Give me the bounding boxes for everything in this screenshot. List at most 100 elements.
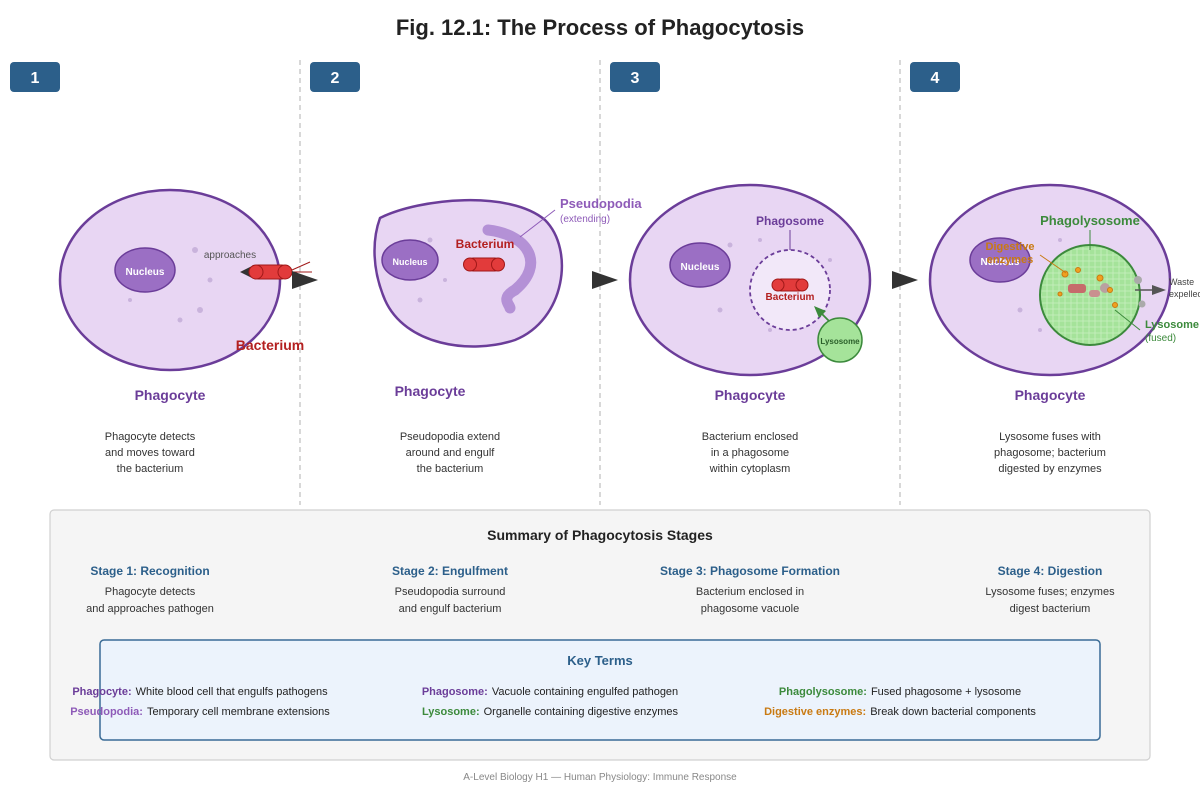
summary-stage-1-line2: and approaches pathogen (86, 603, 214, 615)
stage-number-4: 4 (931, 70, 940, 87)
lysosome-label-3: Lysosome (820, 337, 860, 346)
waste-label-line2: expelled (1169, 289, 1200, 299)
stage-badge-4: 4 (910, 62, 960, 92)
pseudopodia-pointer (519, 209, 556, 238)
pseudopodia-note: (extending) (560, 214, 610, 225)
waste-label-line1: Waste (1169, 277, 1194, 287)
lysosome-3 (817, 317, 863, 363)
digestive-enzymes-label-line1: Digestive (986, 241, 1035, 253)
stage-3-diagram: Nucleus Phagosome Bacterium Lysosome Pha… (628, 183, 872, 403)
stage-dividers (299, 60, 901, 505)
key-terms-panel (99, 639, 1101, 741)
cytoplasm-granules-4 (1017, 238, 1062, 332)
key-term-phagosome-definition: Vacuole containing engulfed pathogen (492, 686, 678, 698)
progress-arrow-icon-2 (592, 271, 618, 289)
summary-stage-4-title: Stage 4: Digestion (998, 564, 1103, 578)
stage-3-description-line3: within cytoplasm (709, 463, 791, 475)
key-terms-list: Phagocyte: White blood cell that engulfs … (70, 686, 1036, 718)
phagocyte-label-3: Phagocyte (715, 387, 786, 403)
lysosome-label-4: Lysosome (1145, 319, 1199, 331)
approaches-label: approaches (204, 250, 256, 261)
key-term-phagolysosome-term: Phagolysosome: (779, 686, 867, 698)
stage-4-description-line2: phagosome; bacterium (994, 447, 1106, 459)
key-term-pseudopodia-term: Pseudopodia: (70, 706, 143, 718)
stage-number-2: 2 (331, 70, 340, 87)
waste-arrowhead-icon (1152, 285, 1166, 295)
stage-1-description-line3: the bacterium (117, 463, 184, 475)
key-term-digestive-enzymes: Digestive enzymes: Break down bacterial c… (764, 706, 1036, 718)
nucleus-label-1: Nucleus (126, 267, 165, 278)
lysosome-note-4: (fused) (1145, 333, 1176, 344)
digestive-enzymes-label-line2: enzymes (987, 254, 1033, 266)
nucleus-label-4: Nucleus (981, 257, 1020, 268)
stage-3-description-line1: Bacterium enclosed (702, 431, 799, 443)
nucleus-2 (381, 239, 439, 281)
phagocyte-label-2: Phagocyte (395, 383, 466, 399)
key-term-phagocyte: Phagocyte: White blood cell that engulfs … (72, 686, 328, 698)
summary-stage-1-title: Stage 1: Recognition (90, 564, 209, 578)
stage-badge-2: 2 (310, 62, 360, 92)
bacterial-fragments (1068, 283, 1110, 297)
waste-particles (1134, 276, 1146, 308)
stage-3-description-line2: in a phagosome (711, 447, 789, 459)
bacterium-label-3: Bacterium (766, 292, 815, 303)
key-term-digestive-enzymes-term: Digestive enzymes: (764, 706, 866, 718)
bacterium-3 (771, 278, 809, 292)
summary-stage-4-line1: Lysosome fuses; enzymes (985, 586, 1115, 598)
summary-title: Summary of Phagocytosis Stages (487, 527, 713, 543)
summary-stage-4-line2: digest bacterium (1010, 603, 1091, 615)
stage-descriptions: Phagocyte detects and moves toward the b… (105, 431, 1106, 475)
summary-stage-2-line1: Pseudopodia surround (395, 586, 506, 598)
phagolysosome-label: Phagolysosome (1040, 213, 1140, 228)
key-term-phagocyte-term: Phagocyte: (72, 686, 131, 698)
lysosome-arrowhead-icon (814, 306, 826, 318)
footer-caption: A-Level Biology H1 — Human Physiology: I… (463, 772, 737, 783)
stage-4-description-line3: digested by enzymes (998, 463, 1102, 475)
stage-4-description-line1: Lysosome fuses with (999, 431, 1101, 443)
stage-badge-3: 3 (610, 62, 660, 92)
key-term-phagolysosome-definition: Fused phagosome + lysosome (871, 686, 1021, 698)
summary-stage-3-line1: Bacterium enclosed in (696, 586, 804, 598)
cytoplasm-granules-1 (128, 247, 213, 323)
summary-stage-1-line1: Phagocyte detects (105, 586, 196, 598)
stage-4-diagram: Nucleus Phagolysosome Digestive enzymes … (928, 183, 1200, 403)
stage-2-description-line3: the bacterium (417, 463, 484, 475)
summary-stage-3-title: Stage 3: Phagosome Formation (660, 564, 840, 578)
summary-stage-2-title: Stage 2: Engulfment (392, 564, 508, 578)
phagocyte-label-4: Phagocyte (1015, 387, 1086, 403)
cytoplasm-granules-3 (717, 238, 832, 332)
bacterium-label-2: Bacterium (456, 237, 515, 251)
bacterium-label-1: Bacterium (236, 337, 304, 353)
figure-title: Fig. 12.1: The Process of Phagocytosis (396, 15, 804, 40)
stage-2-description-line2: around and engulf (406, 447, 496, 459)
key-term-lysosome-term: Lysosome: (422, 706, 480, 718)
key-term-phagosome-term: Phagosome: (422, 686, 488, 698)
stage-1-diagram: Nucleus approaches Bacterium Phagocyte (58, 188, 312, 403)
nucleus-4 (969, 237, 1031, 283)
stage-1-description-line1: Phagocyte detects (105, 431, 196, 443)
pseudopodia-arm (482, 224, 537, 296)
summary-stages: Stage 1: Recognition Phagocyte detects a… (86, 564, 1115, 615)
progress-arrow-icon-1 (292, 271, 318, 289)
key-term-lysosome: Lysosome: Organelle containing digestive … (422, 706, 679, 718)
bacterium-2 (463, 257, 505, 272)
key-term-lysosome-definition: Organelle containing digestive enzymes (484, 706, 679, 718)
enzymes-pointer (1039, 254, 1067, 274)
summary-stage-3-line2: phagosome vacuole (701, 603, 799, 615)
bacterium-1 (248, 261, 312, 280)
pseudopodia-label: Pseudopodia (560, 196, 642, 211)
key-terms-title: Key Terms (567, 653, 633, 668)
lysosome-fused-pointer (1114, 309, 1141, 331)
key-term-pseudopodia-definition: Temporary cell membrane extensions (147, 706, 330, 718)
phagosome-label: Phagosome (756, 214, 824, 228)
nucleus-1 (114, 247, 176, 293)
stage-badge-1: 1 (10, 62, 60, 92)
key-term-phagolysosome: Phagolysosome: Fused phagosome + lysosome (779, 686, 1021, 698)
key-term-phagocyte-definition: White blood cell that engulfs pathogens (136, 686, 329, 698)
stage-2-diagram: Nucleus Bacterium Pseudopodia (extending… (373, 196, 642, 399)
phagocyte-cell-3 (628, 183, 872, 377)
key-term-digestive-enzymes-definition: Break down bacterial components (870, 706, 1036, 718)
progress-arrow-icon-3 (892, 271, 918, 289)
nucleus-label-3: Nucleus (681, 262, 720, 273)
